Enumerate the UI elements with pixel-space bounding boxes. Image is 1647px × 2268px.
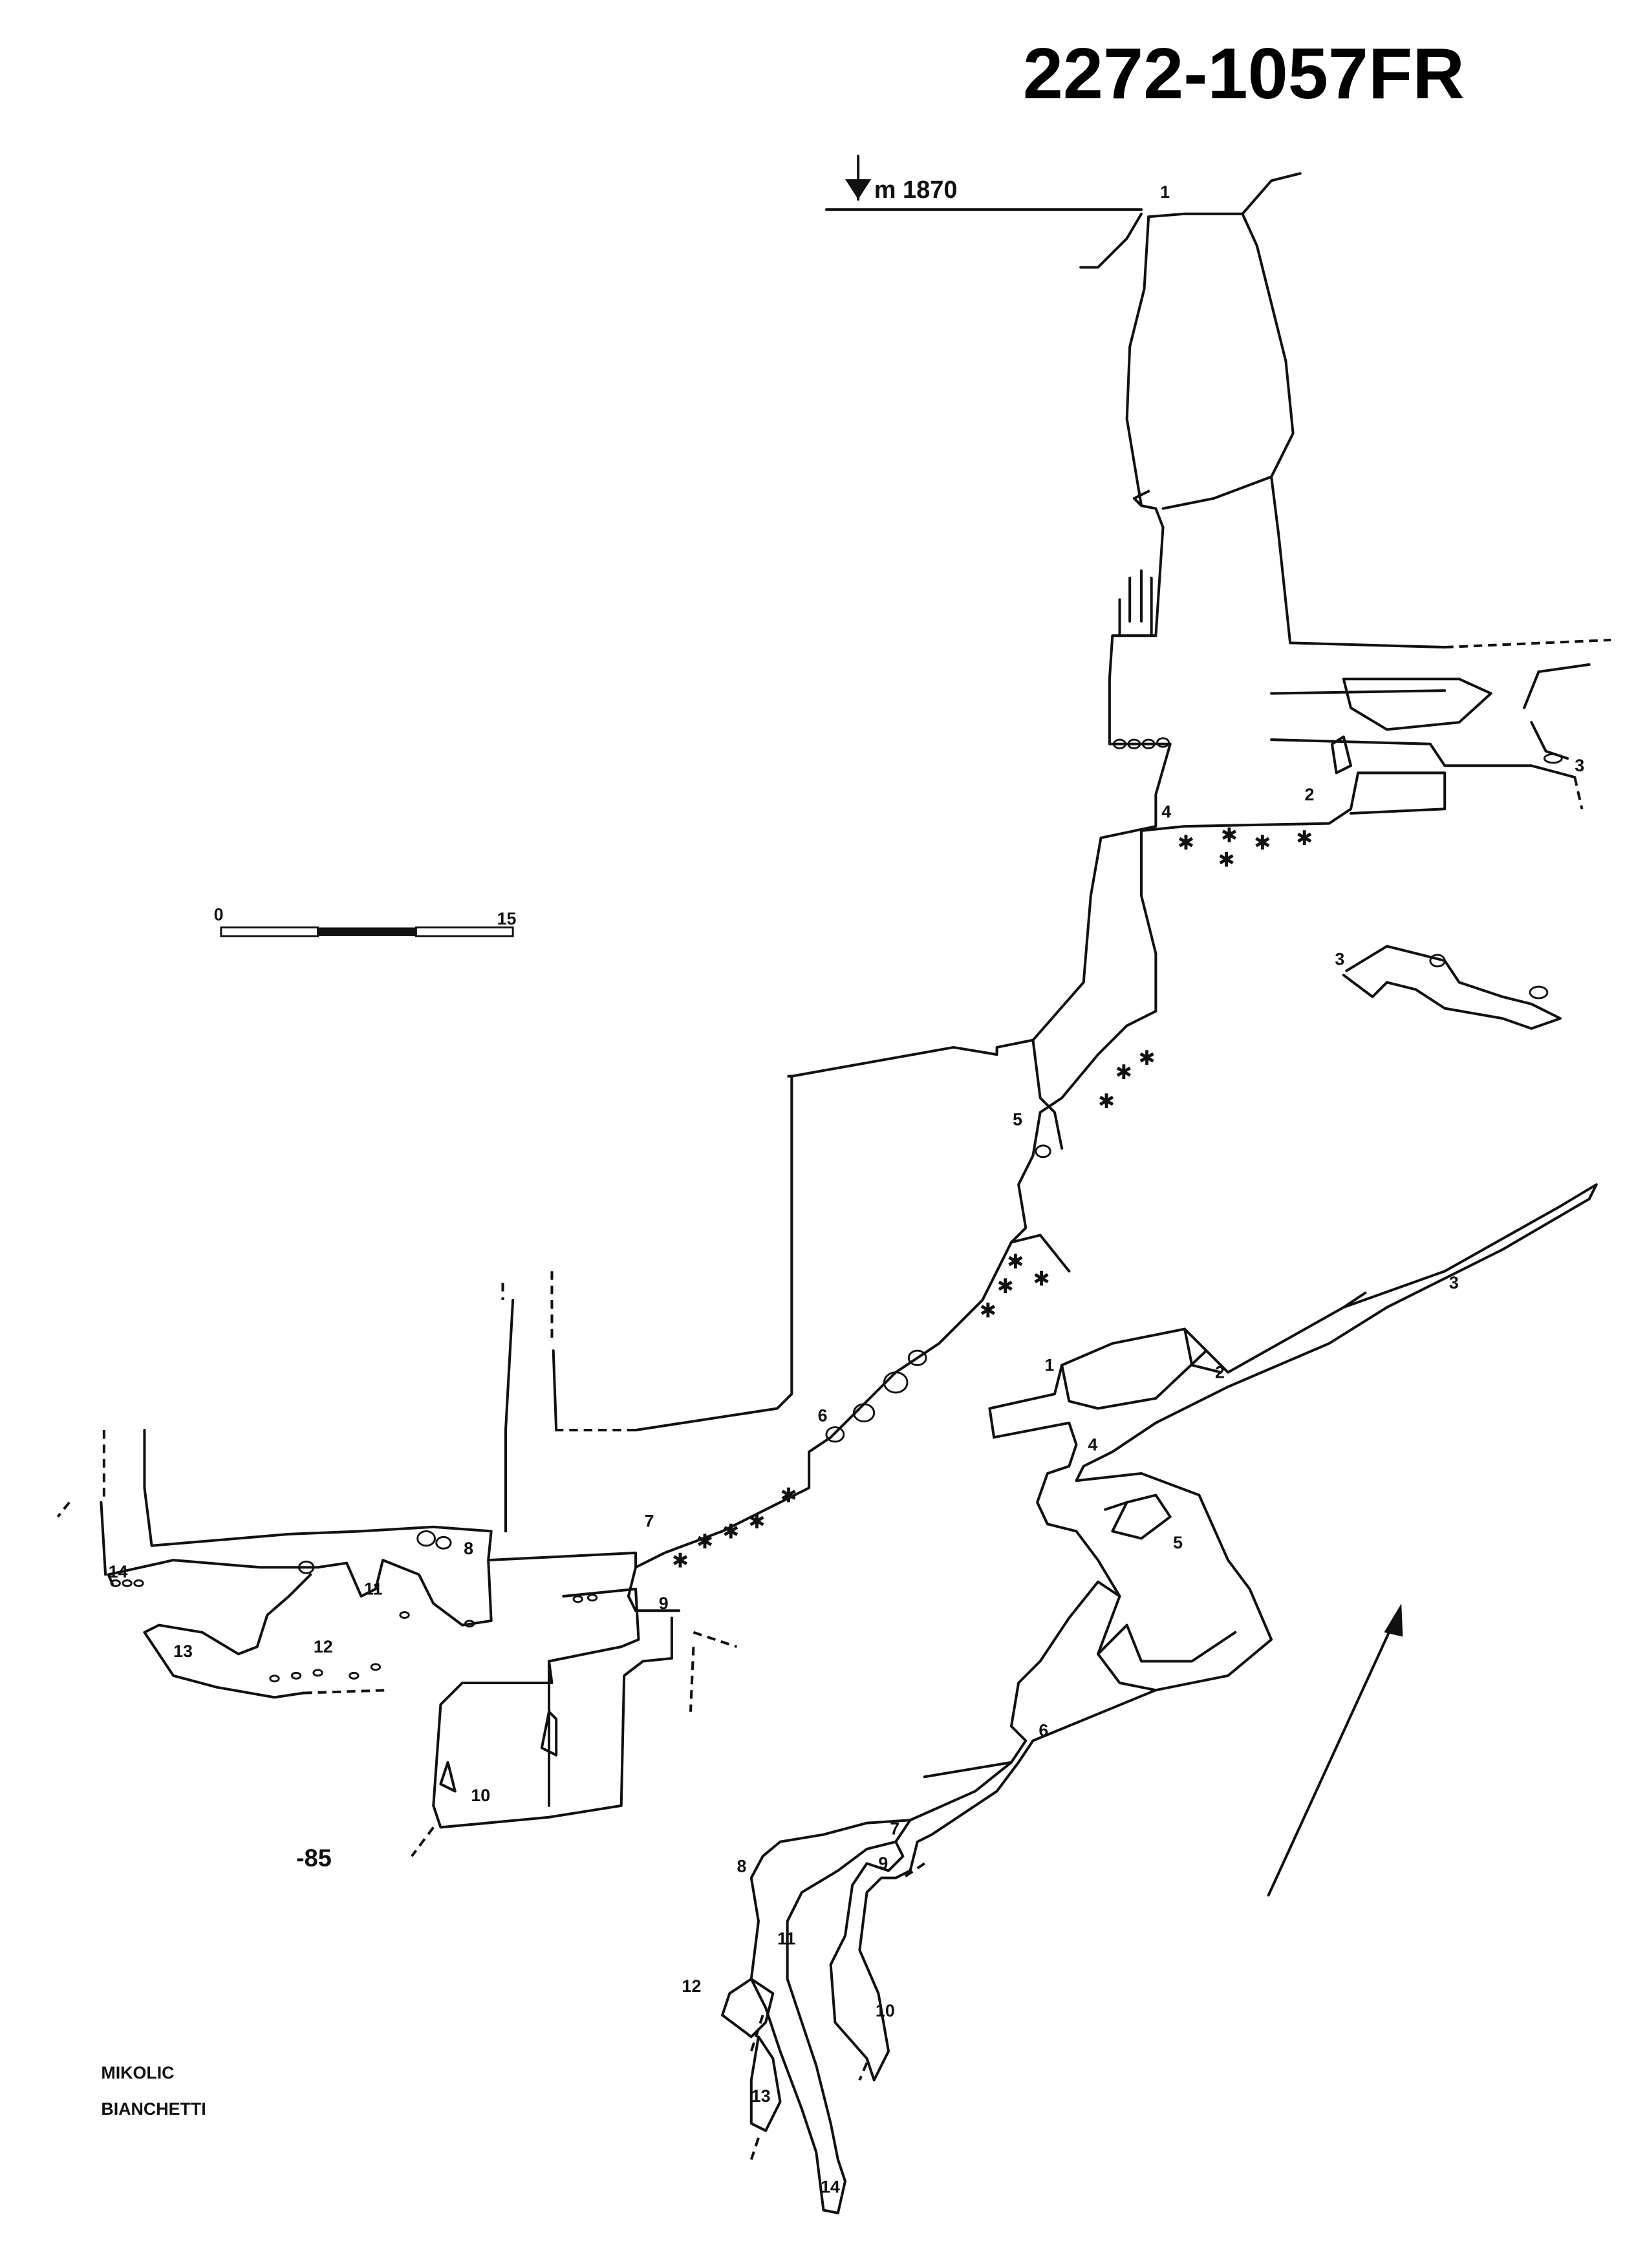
debris-star: ✱ (1139, 1047, 1156, 1070)
plan-station-10: 10 (876, 2001, 895, 2020)
plan-station-6: 6 (1039, 1721, 1048, 1740)
entrance-elevation: m 1870 (874, 177, 958, 204)
cave-plan-view (721, 1183, 1598, 2214)
profile-station-2: 2 (1304, 785, 1314, 804)
profile-station-7: 7 (644, 1512, 654, 1531)
scale-bar: 0 15 (214, 904, 517, 937)
plan-station-3: 3 (1449, 1273, 1459, 1292)
debris-star: ✱ (1098, 1090, 1115, 1113)
debris-star: ✱ (722, 1521, 739, 1544)
plan-station-13: 13 (751, 2086, 771, 2106)
profile-station-6: 6 (818, 1406, 828, 1426)
profile-station-14: 14 (109, 1562, 128, 1581)
plan-station-1: 1 (1044, 1355, 1054, 1375)
profile-station-5: 5 (1013, 1110, 1022, 1129)
author-2: BIANCHETTI (101, 2099, 206, 2119)
debris-star: ✱ (997, 1275, 1014, 1298)
north-arrow-icon (1267, 1603, 1403, 1897)
cave-id-title: 2272-1057FR (1023, 33, 1465, 114)
debris-star: ✱ (980, 1300, 996, 1323)
debris-star: ✱ (780, 1484, 797, 1508)
debris-star: ✱ (1218, 849, 1234, 872)
debris-star: ✱ (748, 1510, 765, 1534)
down-arrow-icon (845, 155, 872, 201)
profile-station-3: 3 (1575, 756, 1584, 775)
profile-station-13: 13 (173, 1642, 193, 1661)
plan-station-8: 8 (737, 1857, 746, 1876)
debris-star: ✱ (1254, 831, 1271, 855)
profile-station-11: 11 (364, 1579, 382, 1599)
profile-station-9: 9 (659, 1594, 669, 1613)
debris-star: ✱ (672, 1549, 689, 1572)
profile-station-4: 4 (1161, 802, 1171, 822)
scale-start: 0 (214, 904, 224, 924)
debris-star: ✱ (1007, 1250, 1024, 1274)
debris-star: ✱ (1221, 824, 1238, 848)
depth-label: -85 (296, 1845, 332, 1872)
profile-station-3b: 3 (1335, 950, 1344, 969)
profile-station-1: 1 (1160, 182, 1170, 202)
plan-station-2: 2 (1215, 1363, 1225, 1382)
plan-station-12: 12 (682, 1976, 702, 1996)
plan-station-11: 11 (777, 1929, 795, 1948)
profile-station-8: 8 (464, 1539, 473, 1558)
plan-station-4: 4 (1088, 1435, 1097, 1454)
profile-station-10: 10 (471, 1786, 490, 1805)
profile-station-12: 12 (314, 1637, 333, 1656)
plan-station-7: 7 (890, 1819, 899, 1839)
debris-star: ✱ (1296, 827, 1313, 850)
scale-end: 15 (497, 909, 517, 928)
plan-station-9: 9 (878, 1854, 888, 1873)
plan-station-5: 5 (1173, 1533, 1183, 1552)
debris-star: ✱ (1115, 1061, 1132, 1084)
plan-station-14: 14 (821, 2177, 840, 2197)
debris-star: ✱ (696, 1530, 713, 1554)
debris-star: ✱ (1178, 831, 1194, 855)
debris-star: ✱ (1033, 1268, 1050, 1291)
author-1: MIKOLIC (101, 2063, 174, 2082)
cave-profile-section: ✱ ✱ ✱ ✱ ✱ ✱ ✱ ✱ ✱ ✱ ✱ ✱ ✱ ✱ ✱ ✱ ✱ 1 2 3 … (56, 172, 1611, 1857)
